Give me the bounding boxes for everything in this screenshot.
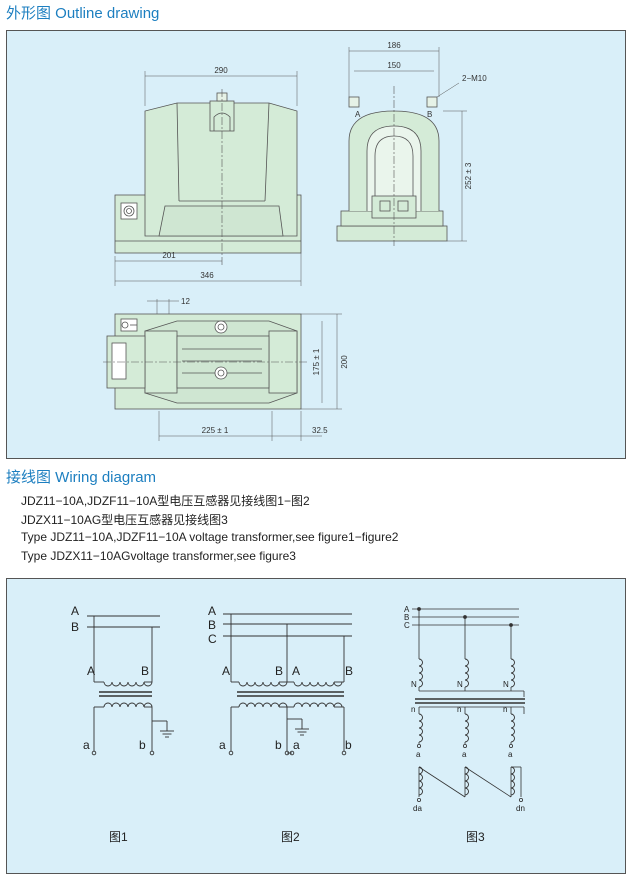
fig3-secondary-1: a: [416, 750, 421, 759]
fig3-secondary-2: a: [462, 750, 467, 759]
dim-252: 252 ± 3: [464, 162, 473, 189]
side-view: [336, 47, 467, 246]
fig2-secondary-a2: a: [293, 738, 300, 752]
dim-12: 12: [181, 297, 190, 306]
fig3-sec-neutral-3: n: [503, 705, 507, 714]
fig2-primary-a1: A: [222, 664, 230, 678]
fig3-bus-a: A: [404, 605, 410, 614]
fig3-neutral-2: N: [457, 680, 463, 689]
fig3-bus-b: B: [404, 613, 409, 622]
fig1-bus-b: B: [71, 620, 79, 634]
fig3-open-delta-da: da: [413, 804, 422, 813]
figure-1: [87, 615, 175, 756]
fig3-sec-neutral-2: n: [457, 705, 461, 714]
fig3-neutral-1: N: [411, 680, 417, 689]
fig2-secondary-b2: b: [345, 738, 352, 752]
dim-200: 200: [340, 355, 349, 369]
terminal-b-label: B: [427, 110, 432, 119]
figure-3: [412, 607, 525, 802]
fig1-caption: 图1: [109, 830, 128, 844]
fig1-secondary-b: b: [139, 738, 146, 752]
dim-186: 186: [387, 41, 401, 50]
fig2-primary-b2: B: [345, 664, 353, 678]
dim-bolt: 2−M10: [462, 74, 487, 83]
front-view: [114, 71, 302, 286]
fig2-secondary-b1: b: [275, 738, 282, 752]
outline-title: 外形图 Outline drawing: [6, 5, 160, 22]
fig3-bus-c: C: [404, 621, 410, 630]
wiring-title: 接线图 Wiring diagram: [6, 469, 157, 486]
fig3-sec-neutral-1: n: [411, 705, 415, 714]
fig1-bus-a: A: [71, 604, 79, 618]
figure-2: [223, 613, 352, 756]
fig1-secondary-a: a: [83, 738, 90, 752]
wiring-diagrams: A B A B a b 图1: [71, 604, 525, 844]
dim-290: 290: [214, 66, 228, 75]
fig1-primary-a: A: [87, 664, 95, 678]
dim-201: 201: [162, 251, 176, 260]
fig2-caption: 图2: [281, 830, 300, 844]
wiring-line-4: Type JDZX11−10AGvoltage transformer,see …: [21, 549, 296, 563]
fig2-bus-c: C: [208, 632, 217, 646]
wiring-line-2: JDZX11−10AG型电压互感器见接线图3: [21, 513, 228, 527]
dim-32-5: 32.5: [312, 426, 328, 435]
dim-346: 346: [200, 271, 214, 280]
wiring-panel: A B A B a b 图1: [6, 578, 626, 874]
terminal-a-label: A: [355, 110, 361, 119]
fig1-primary-b: B: [141, 664, 149, 678]
fig3-secondary-3: a: [508, 750, 513, 759]
outline-panel: 290 201 346 186 150 2−M10 A B 252 ± 3 12…: [6, 30, 626, 459]
wiring-line-1: JDZ11−10A,JDZF11−10A型电压互感器见接线图1−图2: [21, 494, 310, 508]
fig2-primary-b1: B: [275, 664, 283, 678]
dim-150: 150: [387, 61, 401, 70]
fig2-secondary-a1: a: [219, 738, 226, 752]
fig2-bus-a: A: [208, 604, 216, 618]
fig3-open-delta-dn: dn: [516, 804, 525, 813]
fig2-primary-a2: A: [292, 664, 300, 678]
fig3-caption: 图3: [466, 830, 485, 844]
fig3-neutral-3: N: [503, 680, 509, 689]
fig2-bus-b: B: [208, 618, 216, 632]
dim-225: 225 ± 1: [202, 426, 229, 435]
outline-drawing: 290 201 346 186 150 2−M10 A B 252 ± 3 12…: [103, 41, 487, 441]
dim-175: 175 ± 1: [312, 348, 321, 375]
wiring-line-3: Type JDZ11−10A,JDZF11−10A voltage transf…: [21, 530, 399, 544]
top-view: [103, 299, 342, 441]
